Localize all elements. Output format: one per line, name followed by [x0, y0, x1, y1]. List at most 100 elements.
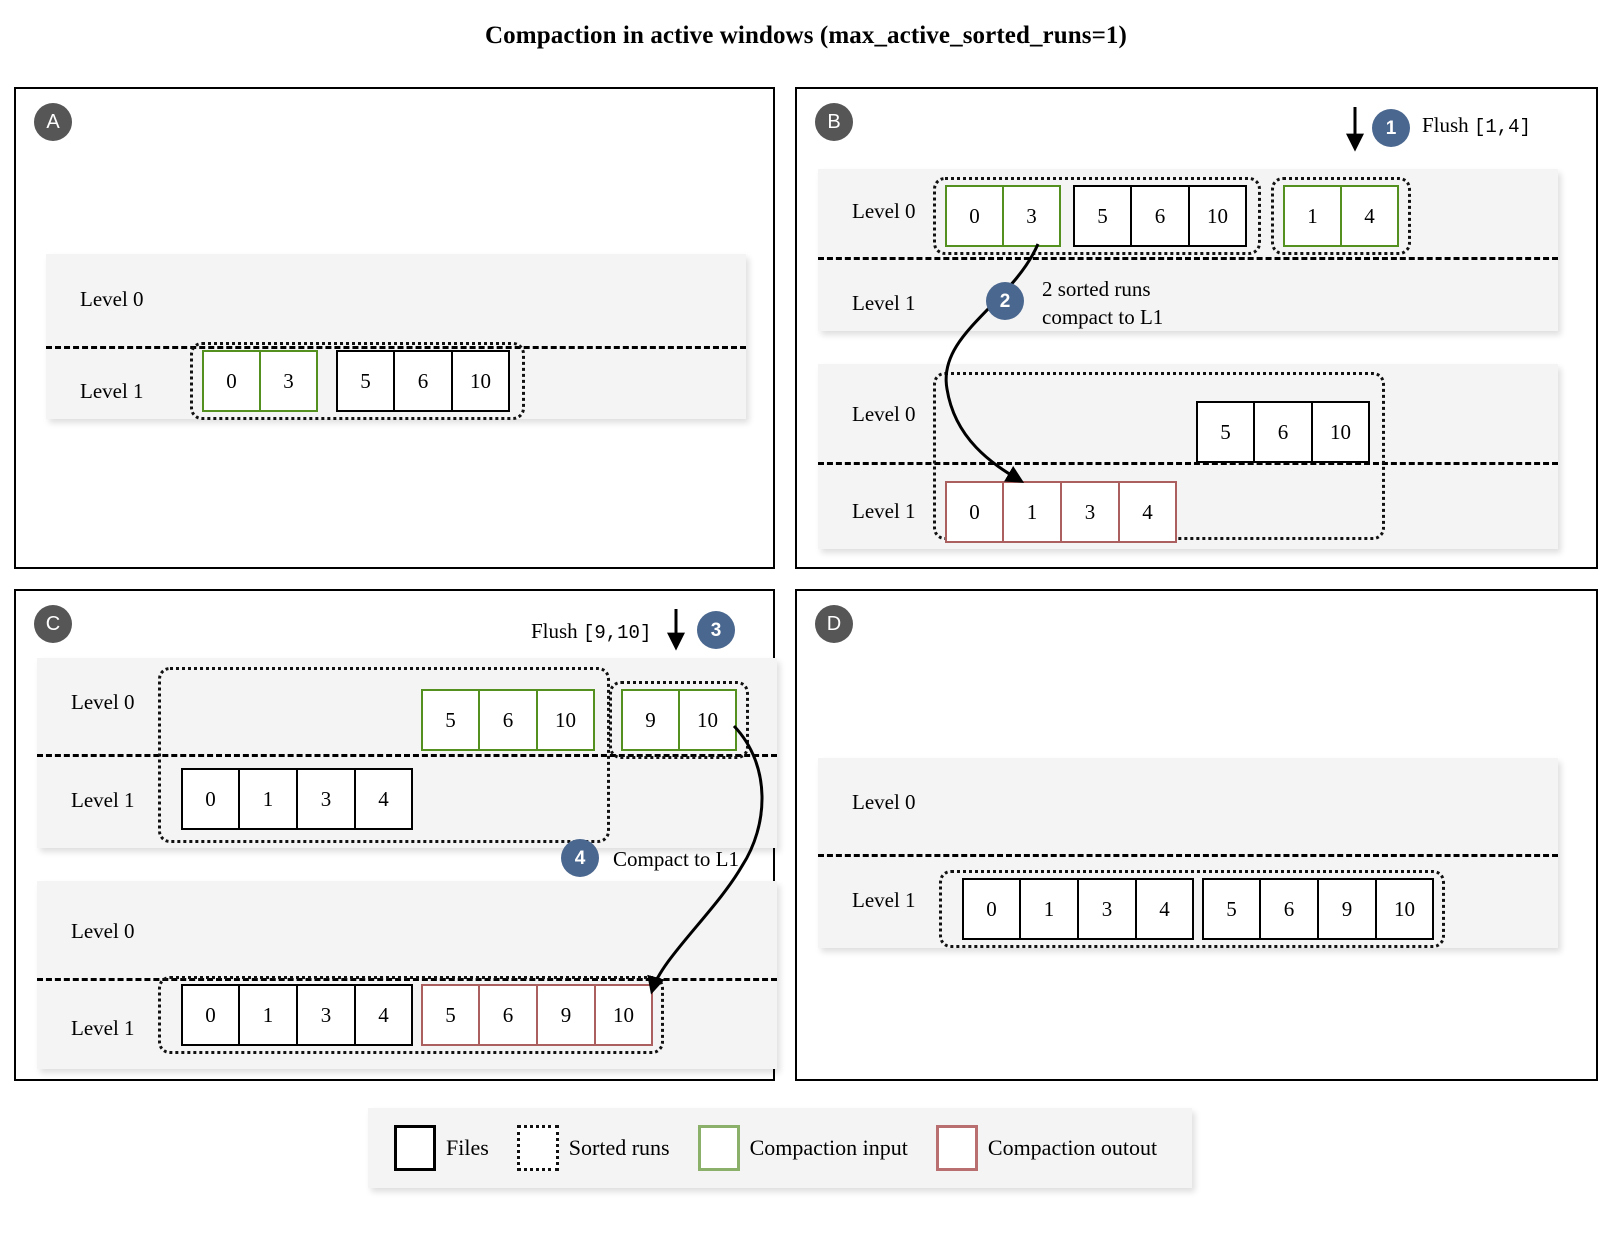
level0-label: Level 0 — [852, 790, 916, 814]
step-badge-1: 1 — [1372, 109, 1410, 147]
file-run-black: 5 6 10 — [336, 350, 510, 412]
file-cell: 10 — [1376, 878, 1434, 940]
sorted-run-wrapper — [933, 177, 1261, 255]
note-line-1: 2 sorted runs — [1042, 277, 1151, 301]
file-cell: 6 — [1254, 401, 1312, 463]
panel-d: D Level 0 Level 1 0 1 3 4 5 6 9 10 — [795, 589, 1598, 1081]
panel-badge-a: A — [34, 103, 72, 141]
file-cell: 9 — [621, 689, 679, 751]
file-cell: 3 — [1078, 878, 1136, 940]
level-divider — [37, 754, 777, 757]
file-cell: 3 — [1003, 185, 1061, 247]
panel-badge-d: D — [815, 605, 853, 643]
compaction-note-2: 2 sorted runs compact to L1 — [1042, 275, 1163, 332]
sorted-run-wrapper — [1271, 177, 1411, 255]
file-cell: 1 — [1020, 878, 1078, 940]
file-cell: 4 — [1119, 481, 1177, 543]
legend: Files Sorted runs Compaction input Compa… — [368, 1108, 1192, 1188]
sorted-run-wrapper — [190, 342, 525, 420]
step-badge-2: 2 — [986, 282, 1024, 320]
file-cell: 3 — [297, 984, 355, 1046]
level1-label: Level 1 — [71, 788, 135, 812]
level-band-b-bottom: Level 0 Level 1 — [818, 364, 1558, 549]
file-cell: 5 — [1073, 185, 1131, 247]
file-cell: 1 — [239, 984, 297, 1046]
flush-range: [1,4] — [1473, 116, 1531, 138]
file-run-black: 5 6 9 10 — [1202, 878, 1434, 940]
step-badge-3: 3 — [697, 611, 735, 649]
flush-range: [9,10] — [582, 622, 652, 644]
legend-item-files: Files — [394, 1125, 489, 1171]
file-run-red: 0 1 3 4 — [945, 481, 1177, 543]
file-run-green-flushed: 1 4 — [1283, 185, 1399, 247]
file-run-green: 0 3 — [202, 350, 318, 412]
file-cell: 0 — [202, 350, 260, 412]
level1-label: Level 1 — [852, 291, 916, 315]
legend-item-compaction-input: Compaction input — [697, 1125, 908, 1171]
file-cell: 6 — [479, 689, 537, 751]
legend-label: Compaction outout — [987, 1135, 1158, 1160]
file-cell: 5 — [1196, 401, 1254, 463]
file-run-black: 0 1 3 4 — [181, 984, 413, 1046]
compaction-note-4: Compact to L1 — [613, 847, 739, 871]
level0-label: Level 0 — [71, 690, 135, 714]
level0-label: Level 0 — [71, 919, 135, 943]
legend-label: Compaction input — [749, 1135, 908, 1160]
level1-label: Level 1 — [852, 499, 916, 523]
file-cell: 4 — [355, 984, 413, 1046]
panel-a: A Level 0 Level 1 0 3 5 6 10 — [14, 87, 775, 569]
compaction-input-swatch-icon — [697, 1125, 740, 1171]
note-line-2: compact to L1 — [1042, 305, 1164, 330]
file-cell: 9 — [537, 984, 595, 1046]
file-cell: 5 — [421, 984, 479, 1046]
file-cell: 1 — [239, 768, 297, 830]
sorted-run-wrapper — [939, 870, 1445, 948]
sorted-run-swatch-icon — [516, 1125, 559, 1171]
level-divider — [37, 978, 777, 981]
file-cell: 5 — [1202, 878, 1260, 940]
panel-badge-b: B — [815, 103, 853, 141]
file-cell: 0 — [945, 481, 1003, 543]
file-cell: 3 — [297, 768, 355, 830]
level0-label: Level 0 — [852, 402, 916, 426]
panel-badge-c: C — [34, 605, 72, 643]
file-run-green: 0 3 — [945, 185, 1061, 247]
compaction-output-swatch-icon — [935, 1125, 978, 1171]
file-cell: 4 — [355, 768, 413, 830]
panel-b: B 1 Flush [1,4] Level 0 Level 1 — [795, 87, 1598, 569]
file-run-black: 0 1 3 4 — [181, 768, 413, 830]
panel-c: C Flush [9,10] 3 Level 0 Level 1 — [14, 589, 777, 1081]
file-cell: 1 — [1003, 481, 1061, 543]
file-cell: 0 — [962, 878, 1020, 940]
file-cell: 0 — [945, 185, 1003, 247]
legend-item-compaction-output: Compaction outout — [935, 1125, 1158, 1171]
file-cell: 5 — [336, 350, 394, 412]
file-run-black: 5 6 10 — [1073, 185, 1247, 247]
file-cell: 10 — [595, 984, 653, 1046]
level0-label: Level 0 — [852, 199, 916, 223]
file-cell: 10 — [537, 689, 595, 751]
file-cell: 1 — [1283, 185, 1341, 247]
file-cell: 4 — [1136, 878, 1194, 940]
file-cell: 10 — [452, 350, 510, 412]
file-cell: 10 — [679, 689, 737, 751]
file-cell: 4 — [1341, 185, 1399, 247]
file-cell: 0 — [181, 768, 239, 830]
files-swatch-icon — [394, 1125, 436, 1171]
legend-label: Files — [446, 1135, 489, 1160]
sorted-run-wrapper — [158, 976, 664, 1054]
file-cell: 3 — [1061, 481, 1119, 543]
flush-note-1: Flush [1,4] — [1422, 111, 1531, 141]
sorted-run-wrapper-multilevel — [158, 667, 610, 843]
file-cell: 3 — [260, 350, 318, 412]
level1-label: Level 1 — [80, 379, 144, 403]
flush-note-3: Flush [9,10] — [531, 617, 651, 647]
file-run-green-flushed: 9 10 — [621, 689, 737, 751]
legend-item-sorted-runs: Sorted runs — [516, 1125, 670, 1171]
file-run-red: 5 6 9 10 — [421, 984, 653, 1046]
file-run-green: 5 6 10 — [421, 689, 595, 751]
file-cell: 6 — [394, 350, 452, 412]
file-cell: 5 — [421, 689, 479, 751]
flush-label: Flush — [531, 619, 578, 643]
